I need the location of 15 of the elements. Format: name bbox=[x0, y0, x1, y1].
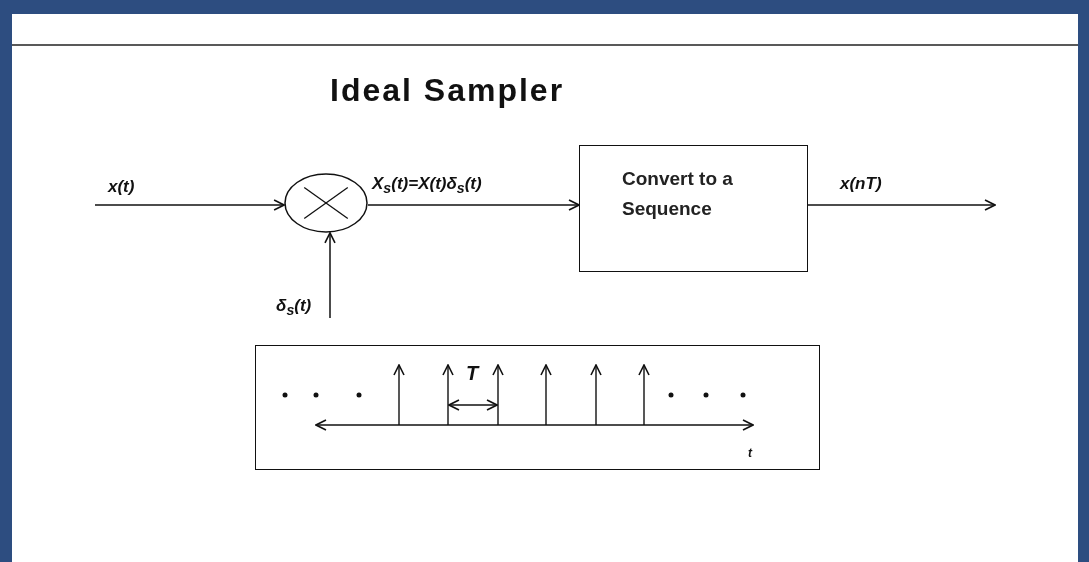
multiplier-circle bbox=[284, 173, 368, 233]
arrow bbox=[324, 232, 336, 319]
title: Ideal Sampler bbox=[330, 72, 565, 109]
axis-label: t bbox=[748, 446, 752, 460]
box-label: Convert to a Sequence bbox=[622, 167, 734, 221]
impulse-train-panel bbox=[255, 345, 820, 470]
arrow bbox=[367, 199, 580, 211]
edge-label: x(t) bbox=[108, 177, 135, 197]
edge-label: X$_{s}$(t)=X(t)δ$_{s}$(t) bbox=[372, 174, 482, 197]
edge-label: x(nT) bbox=[840, 174, 882, 194]
edge-label: δ$_{s}$(t) bbox=[276, 296, 312, 319]
period-label: T bbox=[466, 362, 479, 385]
arrow bbox=[807, 199, 996, 211]
process-box bbox=[579, 145, 808, 272]
arrow bbox=[94, 199, 285, 211]
